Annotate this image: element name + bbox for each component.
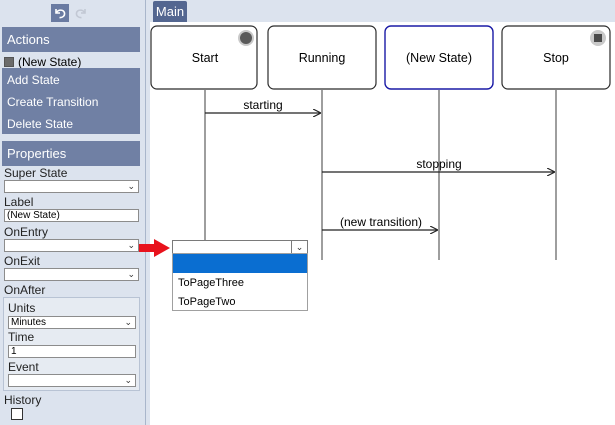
on-exit-select[interactable]: ⌄ bbox=[4, 268, 139, 281]
history-label: History bbox=[4, 393, 42, 407]
final-marker-square bbox=[594, 34, 602, 42]
time-label: Time bbox=[8, 330, 35, 344]
transition-label: stopping bbox=[416, 157, 461, 171]
toolbar bbox=[51, 4, 91, 22]
chevron-down-icon: ⌄ bbox=[127, 269, 135, 279]
chevron-down-icon[interactable]: ⌄ bbox=[291, 241, 307, 253]
state-stop[interactable]: Stop bbox=[501, 25, 611, 90]
label-input[interactable]: (New State) bbox=[4, 209, 139, 222]
dropdown-option-topagethree[interactable]: ToPageThree bbox=[178, 277, 245, 289]
dropdown-option-empty[interactable] bbox=[173, 254, 307, 273]
units-label: Units bbox=[8, 301, 36, 315]
chevron-down-icon: ⌄ bbox=[127, 181, 135, 191]
state-label: Running bbox=[299, 51, 346, 65]
on-entry-label: OnEntry bbox=[4, 225, 49, 239]
units-value: Minutes bbox=[11, 317, 47, 328]
label-label: Label bbox=[4, 195, 34, 209]
label-input-value: (New State) bbox=[7, 210, 60, 221]
undo-icon bbox=[55, 9, 66, 19]
time-input[interactable]: 1 bbox=[8, 345, 136, 358]
redo-icon bbox=[75, 9, 86, 19]
transition-label: (new transition) bbox=[340, 215, 422, 229]
state-square-icon bbox=[4, 56, 14, 67]
create-transition-button[interactable]: Create Transition bbox=[7, 95, 99, 109]
event-dropdown-select[interactable]: ⌄ bbox=[172, 240, 308, 254]
initial-marker-dot bbox=[240, 32, 252, 44]
transition-stopping[interactable]: stopping bbox=[322, 157, 554, 172]
add-state-button[interactable]: Add State bbox=[7, 73, 60, 87]
state-running[interactable]: Running bbox=[267, 25, 377, 90]
on-after-group: Units Minutes ⌄ Time 1 Event ⌄ bbox=[3, 297, 140, 391]
time-value: 1 bbox=[11, 346, 17, 357]
transition-starting[interactable]: starting bbox=[205, 98, 320, 113]
transition-new[interactable]: (new transition) bbox=[322, 215, 437, 230]
transition-label: starting bbox=[243, 98, 282, 112]
tab-main[interactable]: Main bbox=[153, 1, 187, 22]
on-entry-select[interactable]: ⌄ bbox=[4, 239, 139, 252]
red-arrow-icon bbox=[139, 239, 170, 257]
delete-state-button[interactable]: Delete State bbox=[7, 117, 74, 131]
actions-header: Actions bbox=[2, 27, 140, 52]
history-checkbox[interactable] bbox=[11, 408, 23, 420]
super-state-label: Super State bbox=[4, 166, 68, 180]
diagram-canvas[interactable]: Start Running (New State) Stop s bbox=[150, 22, 615, 425]
properties-header: Properties bbox=[2, 141, 140, 166]
chevron-down-icon: ⌄ bbox=[124, 317, 132, 327]
units-select[interactable]: Minutes ⌄ bbox=[8, 316, 136, 329]
event-label: Event bbox=[8, 360, 39, 374]
chevron-down-icon: ⌄ bbox=[127, 240, 135, 250]
main-area: Main Start Running bbox=[146, 0, 615, 425]
state-label: Stop bbox=[543, 51, 569, 65]
actions-list: Add State Create Transition Delete State bbox=[2, 68, 140, 134]
on-after-label: OnAfter bbox=[4, 283, 46, 297]
selected-state: (New State) bbox=[4, 55, 81, 69]
undo-button[interactable] bbox=[51, 4, 69, 22]
selected-state-label: (New State) bbox=[18, 55, 82, 69]
state-label: (New State) bbox=[406, 51, 472, 65]
dropdown-option-topagetwo[interactable]: ToPageTwo bbox=[178, 296, 236, 308]
chevron-down-icon: ⌄ bbox=[124, 375, 132, 385]
event-select[interactable]: ⌄ bbox=[8, 374, 136, 387]
on-exit-label: OnExit bbox=[4, 254, 41, 268]
left-panel: Actions (New State) Add State Create Tra… bbox=[0, 0, 146, 425]
state-start[interactable]: Start bbox=[150, 25, 258, 90]
event-dropdown-list: ToPageThree ToPageTwo bbox=[172, 253, 308, 311]
state-label: Start bbox=[192, 51, 219, 65]
super-state-select[interactable]: ⌄ bbox=[4, 180, 139, 193]
redo-button[interactable] bbox=[72, 4, 90, 22]
state-new-state[interactable]: (New State) bbox=[384, 25, 494, 90]
sequence-diagram: Start Running (New State) Stop s bbox=[150, 25, 611, 260]
